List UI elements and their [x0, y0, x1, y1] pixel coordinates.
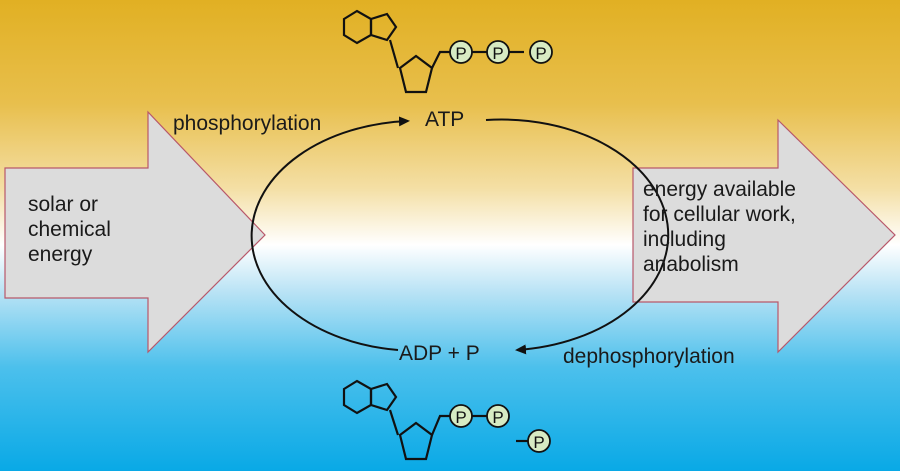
- input-energy-line: solar or: [28, 193, 99, 216]
- atp-label: ATP: [425, 108, 465, 131]
- adp-hexagon-ring: [342, 379, 373, 415]
- output-energy-line: for cellular work,: [643, 203, 796, 226]
- phosphate-label: P: [533, 433, 544, 452]
- output-energy-arrow: [632, 118, 896, 354]
- input-energy-text: solar or chemical energy: [28, 192, 143, 267]
- atp-phosphate-1: P: [449, 40, 473, 64]
- free-phosphate: P: [527, 429, 551, 453]
- output-energy-line: including: [643, 228, 726, 251]
- adp-fused-pentagon-ring: [369, 382, 398, 412]
- adp-phosphate-1: P: [449, 404, 473, 428]
- atp-phosphate-2: P: [486, 40, 510, 64]
- atp-sugar-ring: [398, 54, 434, 94]
- phosphate-label: P: [455, 408, 466, 427]
- output-energy-text: energy available for cellular work, incl…: [643, 177, 843, 277]
- phosphorylation-label: phosphorylation: [173, 112, 322, 135]
- atp-fused-pentagon-ring: [369, 12, 398, 42]
- input-energy-line: energy: [28, 243, 93, 266]
- dephosphorylation-arc-arrow: [485, 118, 670, 355]
- phosphate-label: P: [492, 408, 503, 427]
- input-energy-arrow: [4, 110, 266, 354]
- atp-phosphate-group: P P P: [449, 40, 553, 64]
- adp-label: ADP + P: [399, 342, 480, 365]
- atp-molecule: [342, 9, 524, 94]
- phosphate-label: P: [492, 44, 503, 63]
- input-energy-line: chemical: [28, 218, 111, 241]
- phosphate-label: P: [455, 44, 466, 63]
- adp-phosphate-group: P P P: [449, 404, 551, 453]
- phosphorylation-arc-arrow: [250, 116, 410, 351]
- output-energy-line: anabolism: [643, 253, 739, 276]
- adp-sugar-ring: [398, 421, 434, 461]
- adp-molecule: [342, 379, 528, 461]
- adp-phosphate-2: P: [486, 404, 510, 428]
- atp-phosphate-3: P: [529, 40, 553, 64]
- dephosphorylation-label: dephosphorylation: [563, 345, 735, 368]
- atp-hexagon-ring: [342, 9, 373, 45]
- phosphate-label: P: [535, 44, 546, 63]
- output-energy-line: energy available: [643, 178, 796, 201]
